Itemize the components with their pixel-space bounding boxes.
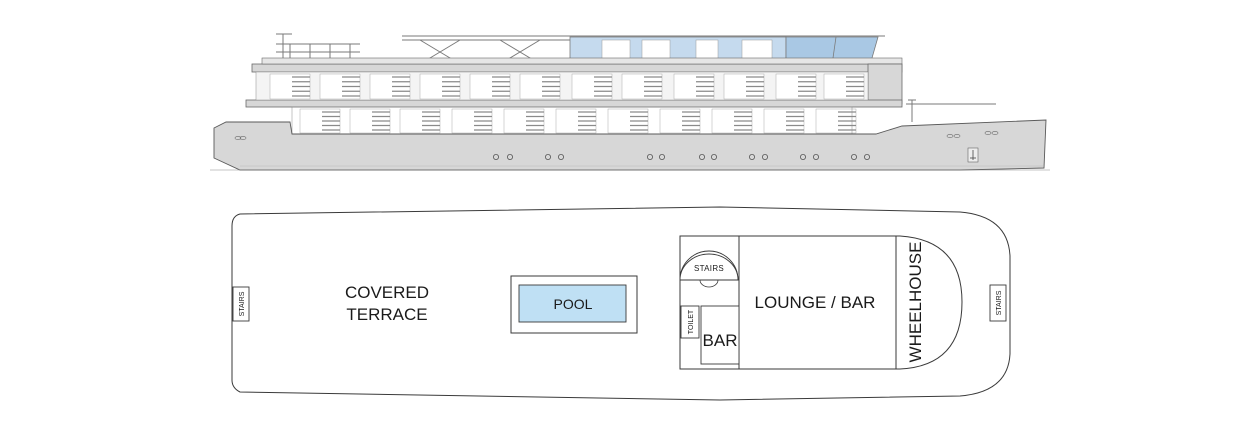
anchor-icon <box>967 147 979 163</box>
toilet-label: TOILET <box>688 309 695 334</box>
stairs-bow-label: STAIRS <box>996 290 1003 315</box>
lounge-bar-label: LOUNGE / BAR <box>755 293 876 312</box>
pool: POOL <box>510 275 638 334</box>
stairs-center: STAIRS <box>679 250 739 288</box>
aft-mast <box>906 99 996 122</box>
portholes <box>492 153 871 160</box>
covered-terrace-label-line1: COVERED <box>345 283 429 302</box>
lower-cabin-windows <box>299 108 857 134</box>
stairs-center-label: STAIRS <box>694 264 724 273</box>
stairs-stern-label: STAIRS <box>239 291 246 316</box>
bar-label: BAR <box>703 331 738 350</box>
hull <box>210 119 1050 171</box>
upper-cabin-windows <box>269 73 865 100</box>
toilet-room: TOILET <box>680 305 700 339</box>
bar-counter: BAR <box>700 305 740 365</box>
stairs-bow: STAIRS <box>989 284 1007 322</box>
pool-label: POOL <box>554 296 593 312</box>
wheelhouse-label: WHEELHOUSE <box>906 242 925 363</box>
wheelhouse: WHEELHOUSE <box>895 235 963 370</box>
ship-side-elevation <box>210 33 1050 171</box>
deck-plan-top-view: STAIRS COVERED TERRACE POOL STAIRS <box>231 206 1011 401</box>
covered-terrace-label-line2: TERRACE <box>346 305 427 324</box>
lounge-block: STAIRS TOILET BAR LOUNGE / BAR <box>679 235 897 370</box>
stairs-stern: STAIRS <box>232 286 250 322</box>
